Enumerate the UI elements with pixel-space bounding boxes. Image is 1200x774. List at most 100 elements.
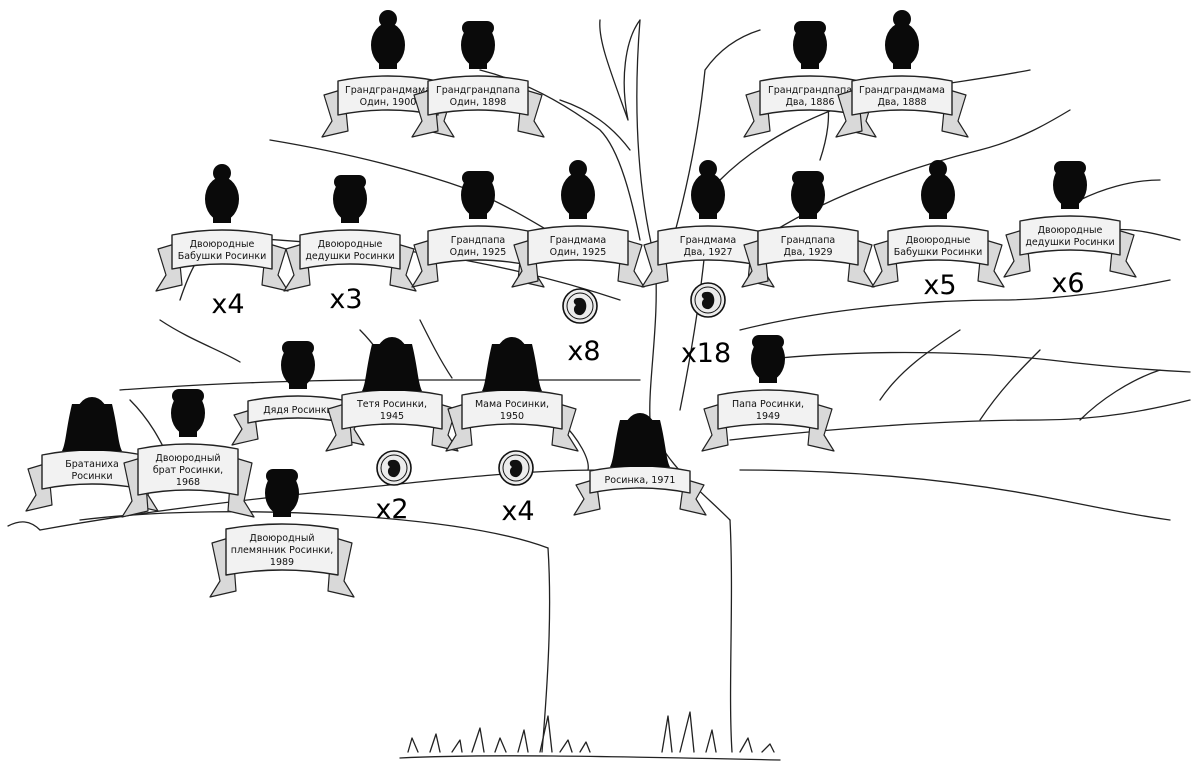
- branch-lower-left3: [79, 511, 549, 549]
- member-uncle-label-line: Дядя Росинки: [263, 405, 333, 416]
- member-self-banner: Росинка, 1971: [573, 465, 707, 516]
- count-label: x5: [923, 270, 956, 301]
- member-gp2-silhouette: [791, 171, 825, 219]
- member-ga_f-label-line: Бабушки Росинки: [178, 251, 267, 262]
- member-mom[interactable]: Мама Росинки,1950: [445, 337, 579, 452]
- count-label: x2: [375, 494, 408, 525]
- count-label: x6: [1051, 268, 1084, 299]
- member-mom-silhouette: [482, 337, 542, 391]
- member-self[interactable]: Росинка, 1971: [573, 413, 707, 516]
- member-ggm1-label-line: Один, 1900: [360, 97, 417, 108]
- branch-right-twigs: [819, 89, 1181, 241]
- member-gu_f-silhouette: [333, 175, 367, 223]
- member-niece-silhouette: [62, 397, 122, 451]
- ground-grass-left: [407, 715, 591, 753]
- member-mom-banner: Мама Росинки,1950: [445, 389, 579, 452]
- member-cousin-silhouette: [171, 389, 205, 437]
- branch-lower-right3: [879, 329, 1161, 421]
- member-ggm1-label-line: Грандграндмама: [345, 85, 431, 96]
- member-ggp2-label-line: Грандграндпапа: [768, 85, 852, 96]
- member-niece-label-line: Росинки: [71, 471, 112, 482]
- member-ga_m-label-line: Бабушки Росинки: [894, 247, 983, 258]
- count-label: x4: [211, 289, 244, 320]
- member-self-label-line: Росинка, 1971: [605, 475, 676, 486]
- fetus-icon: [690, 282, 726, 318]
- member-nephew-label-line: племянник Росинки,: [231, 545, 333, 556]
- member-ggp1-label-line: Грандграндпапа: [436, 85, 520, 96]
- member-mom-label-line: Мама Росинки,: [475, 399, 549, 410]
- count-label: x18: [681, 338, 731, 369]
- counts-layer: x4 x3 x8 x18 x5 x6 x2 x4: [211, 268, 1084, 527]
- member-ggp2-label-line: Два, 1886: [785, 97, 834, 108]
- member-gp1-silhouette: [461, 171, 495, 219]
- member-nephew-silhouette: [265, 469, 299, 517]
- fetus-icon: [376, 450, 412, 486]
- ground-line: [399, 755, 781, 761]
- member-gm1-label-line: Один, 1925: [550, 247, 607, 258]
- member-aunt-label-line: 1945: [380, 411, 404, 422]
- member-dad-label-line: Папа Росинки,: [732, 399, 804, 410]
- member-dad[interactable]: Папа Росинки,1949: [701, 335, 835, 452]
- member-gp1-label-line: Один, 1925: [450, 247, 507, 258]
- member-aunt-silhouette: [362, 337, 422, 391]
- fetus-icon: [562, 288, 598, 324]
- member-aunt-label-line: Тетя Росинки,: [356, 399, 427, 410]
- member-ga_m-label-line: Двоюродные: [906, 235, 971, 246]
- branch-top-center: [636, 19, 761, 261]
- count-label: x8: [567, 336, 600, 367]
- branch-lower-right2: [739, 469, 1171, 521]
- ground-grass-right: [661, 711, 775, 753]
- icons-layer: [376, 282, 726, 486]
- branch-mid-right: [739, 279, 1171, 331]
- member-ga_f-label-line: Двоюродные: [190, 239, 255, 250]
- member-dad-banner: Папа Росинки,1949: [701, 389, 835, 452]
- member-nephew-label-line: Двоюродный: [249, 533, 314, 544]
- member-cousin-label-line: Двоюродный: [155, 453, 220, 464]
- member-ggm1-silhouette: [371, 10, 405, 69]
- member-gp2-label-line: Грандпапа: [781, 235, 836, 246]
- fetus-icon: [498, 450, 534, 486]
- member-gp2-label-line: Два, 1929: [783, 247, 832, 258]
- member-nephew-label-line: 1989: [270, 557, 294, 568]
- member-cousin-label-line: 1968: [176, 477, 200, 488]
- member-uncle-silhouette: [281, 341, 315, 389]
- member-ga_m-silhouette: [921, 160, 955, 219]
- member-aunt[interactable]: Тетя Росинки,1945: [325, 337, 459, 452]
- member-gm2-label-line: Два, 1927: [683, 247, 732, 258]
- count-label: x3: [329, 284, 362, 315]
- count-label: x4: [501, 496, 534, 527]
- member-ggp2-silhouette: [793, 21, 827, 69]
- member-gm1-silhouette: [561, 160, 595, 219]
- member-ggp1-silhouette: [461, 21, 495, 69]
- branch-mid-right2: [759, 351, 1191, 373]
- tree-trunk-inner3: [679, 249, 706, 411]
- member-ggm2-silhouette: [885, 10, 919, 69]
- tree-trunk-right-edge: [729, 519, 733, 753]
- member-dad-label-line: 1949: [756, 411, 780, 422]
- member-ggp1-label-line: Один, 1898: [450, 97, 507, 108]
- member-gu_m-label-line: дедушки Росинки: [1025, 237, 1114, 248]
